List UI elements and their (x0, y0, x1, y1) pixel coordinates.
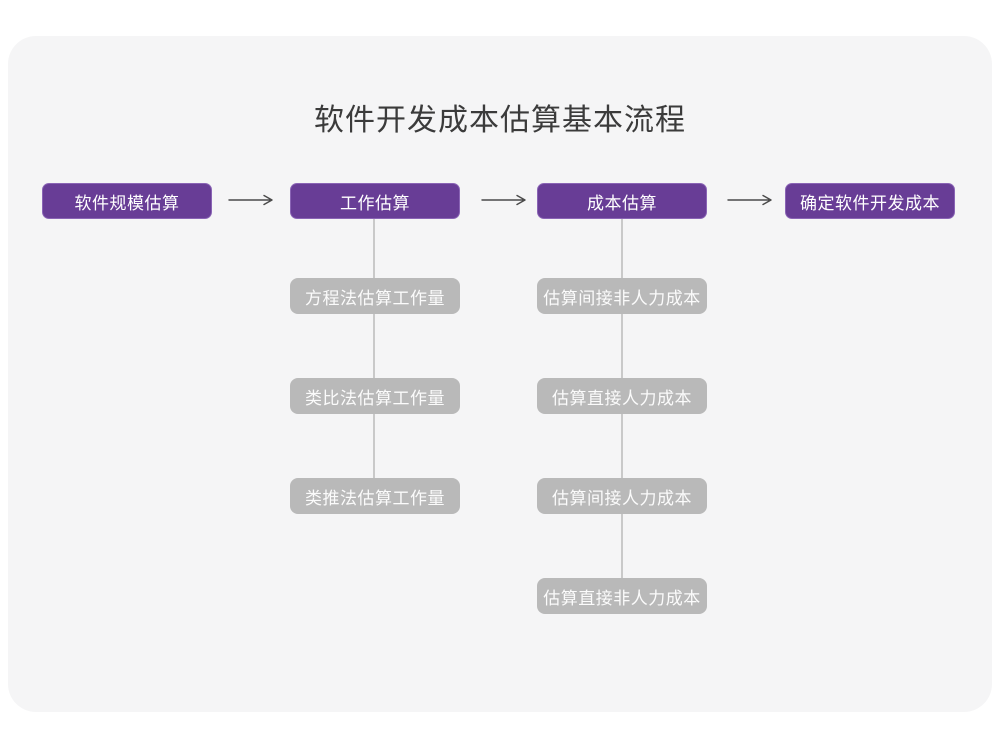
diagram-card (8, 36, 992, 712)
substep-box-analogy-method: 类比法估算工作量 (290, 378, 460, 414)
substep-label: 估算间接非人力成本 (543, 288, 701, 308)
connector-line-work-estimation (373, 219, 375, 478)
substep-label: 估算直接人力成本 (552, 388, 692, 408)
right-arrow-icon (727, 194, 772, 206)
substep-box-direct-labor-cost: 估算直接人力成本 (537, 378, 707, 414)
substep-box-equation-method: 方程法估算工作量 (290, 278, 460, 314)
stage-box-cost-estimation: 成本估算 (537, 183, 707, 219)
substep-label: 估算直接非人力成本 (543, 588, 701, 608)
stage-label: 成本估算 (587, 193, 657, 213)
substep-label: 估算间接人力成本 (552, 488, 692, 508)
stage-label: 工作估算 (340, 193, 410, 213)
flow-arrow-2 (481, 193, 527, 207)
right-arrow-icon (228, 194, 273, 206)
stage-box-work-estimation: 工作估算 (290, 183, 460, 219)
substep-box-indirect-labor-cost: 估算间接人力成本 (537, 478, 707, 514)
substep-label: 方程法估算工作量 (305, 288, 445, 308)
substep-box-extrapolation-method: 类推法估算工作量 (290, 478, 460, 514)
substep-box-indirect-nonlabor-cost: 估算间接非人力成本 (537, 278, 707, 314)
flow-arrow-1 (228, 193, 274, 207)
substep-label: 类推法估算工作量 (305, 488, 445, 508)
stage-box-determine-dev-cost: 确定软件开发成本 (785, 183, 955, 219)
substep-label: 类比法估算工作量 (305, 388, 445, 408)
stage-label: 软件规模估算 (74, 193, 180, 213)
substep-box-direct-nonlabor-cost: 估算直接非人力成本 (537, 578, 707, 614)
right-arrow-icon (481, 194, 526, 206)
stage-label: 确定软件开发成本 (800, 193, 940, 213)
flow-arrow-3 (727, 193, 773, 207)
diagram-title: 软件开发成本估算基本流程 (314, 104, 686, 137)
stage-box-software-scale-estimation: 软件规模估算 (42, 183, 212, 219)
